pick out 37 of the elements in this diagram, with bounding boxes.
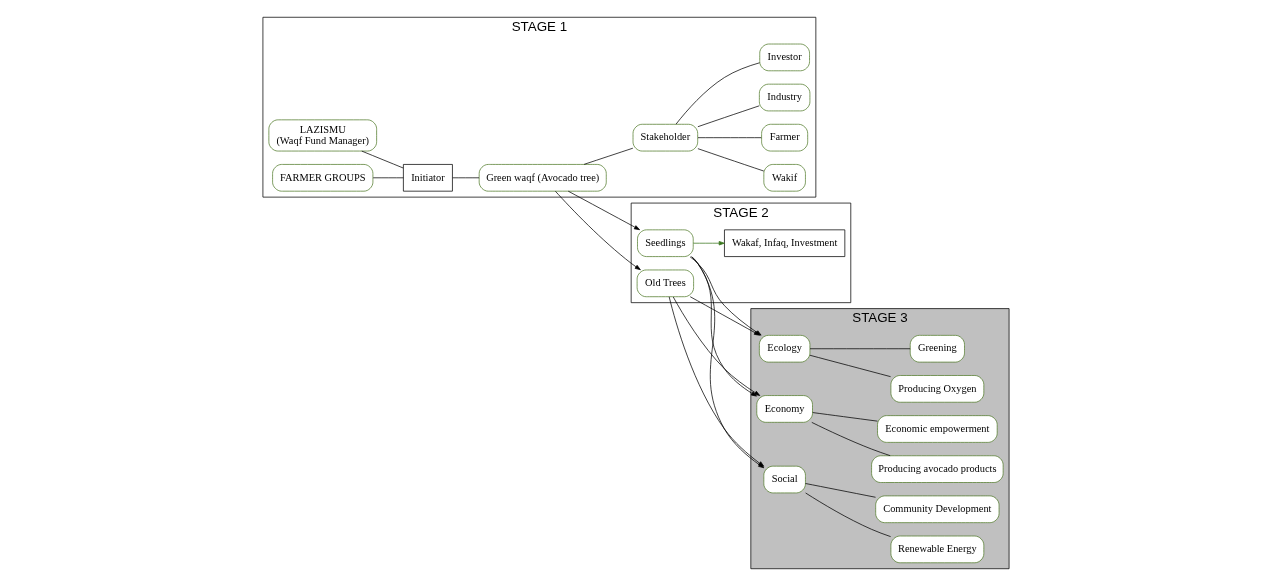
- node-box: LAZISMU (Waqf Fund Manager): [268, 119, 377, 152]
- connector: [675, 62, 760, 125]
- node-box: Investor: [759, 43, 810, 72]
- node-box: Greening: [909, 335, 965, 363]
- node-box: Producing avocado products: [871, 455, 1004, 483]
- connector: [697, 148, 765, 172]
- node-box: Producing Oxygen: [890, 375, 985, 403]
- node-box: Stakeholder: [632, 123, 699, 152]
- node-box: Ecology: [759, 335, 811, 363]
- connector: [805, 492, 892, 537]
- connector: [812, 412, 878, 422]
- node-box: Farmer: [761, 123, 809, 152]
- node-box: Old Trees: [636, 269, 694, 298]
- arrow: [693, 241, 725, 246]
- arrow: [567, 190, 640, 231]
- node-box: Green waqf (Avocado tree): [478, 164, 607, 192]
- node-box: FARMER GROUPS: [272, 164, 374, 192]
- arrow: [691, 256, 757, 397]
- connector: [372, 177, 404, 179]
- node-box: Initiator: [403, 164, 453, 192]
- node-box: Wakif: [763, 164, 806, 192]
- connector: [583, 147, 634, 165]
- connector: [809, 354, 891, 378]
- connector: [697, 105, 760, 128]
- node-box: Economy: [756, 395, 813, 423]
- node-box: Social: [763, 465, 806, 494]
- node-box: Wakaf, Infaq, Investment: [724, 229, 846, 257]
- node-box: Economic empowerment: [877, 415, 998, 443]
- arrow: [555, 190, 641, 271]
- connector: [811, 422, 891, 456]
- connector: [805, 483, 876, 498]
- node-box: Industry: [759, 83, 811, 112]
- node-box: Community Development: [875, 495, 1000, 523]
- connector: [809, 348, 911, 350]
- connector: [452, 177, 480, 179]
- node-box: Renewable Energy: [890, 535, 985, 564]
- node-box: Seedlings: [637, 229, 694, 257]
